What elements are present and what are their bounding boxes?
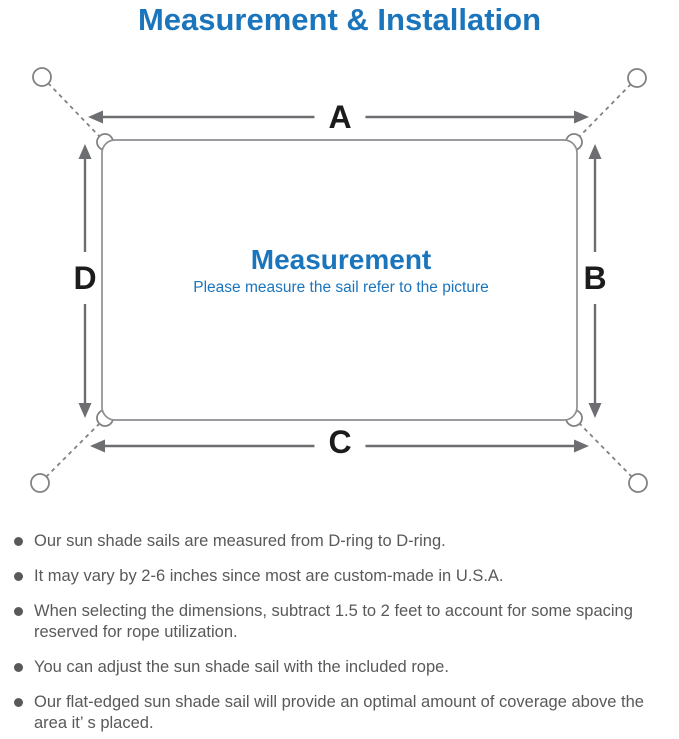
dimension-label-c: C (314, 424, 366, 460)
anchor-ring-icon-bottom-left (30, 473, 50, 493)
rope-dashed-line-bottom-left (45, 422, 101, 478)
note-text: It may vary by 2-6 inches since most are… (34, 567, 504, 585)
list-item: It may vary by 2-6 inches since most are… (14, 566, 669, 587)
bullet-icon (14, 572, 23, 581)
note-text: Our sun shade sails are measured from D-… (34, 532, 446, 550)
list-item: When selecting the dimensions, subtract … (14, 601, 669, 643)
rope-dashed-line-top-left (47, 82, 101, 138)
anchor-ring-icon-top-left (32, 67, 52, 87)
dimension-label-b: B (580, 252, 610, 304)
sail-outline (101, 139, 578, 421)
rope-dashed-line-top-right (578, 83, 632, 138)
anchor-ring-icon-bottom-right (628, 473, 648, 493)
bullet-icon (14, 663, 23, 672)
note-text: Our flat-edged sun shade sail will provi… (34, 693, 644, 732)
list-item: You can adjust the sun shade sail with t… (14, 657, 669, 678)
dimension-label-d: D (70, 252, 100, 304)
note-text: You can adjust the sun shade sail with t… (34, 658, 449, 676)
measurement-diagram: A B C D Measurement Please measure the s… (30, 67, 648, 493)
note-text: When selecting the dimensions, subtract … (34, 602, 633, 641)
dimension-label-a: A (314, 99, 366, 135)
bullet-icon (14, 607, 23, 616)
notes-list: Our sun shade sails are measured from D-… (14, 531, 669, 739)
bullet-icon (14, 698, 23, 707)
list-item: Our sun shade sails are measured from D-… (14, 531, 669, 552)
rope-dashed-line-bottom-right (578, 422, 633, 478)
diagram-center-subtitle: Please measure the sail refer to the pic… (193, 279, 489, 296)
page-title: Measurement & Installation (137, 2, 542, 37)
diagram-center-title: Measurement (250, 244, 432, 275)
anchor-ring-icon-top-right (627, 68, 647, 88)
list-item: Our flat-edged sun shade sail will provi… (14, 692, 669, 734)
bullet-icon (14, 537, 23, 546)
